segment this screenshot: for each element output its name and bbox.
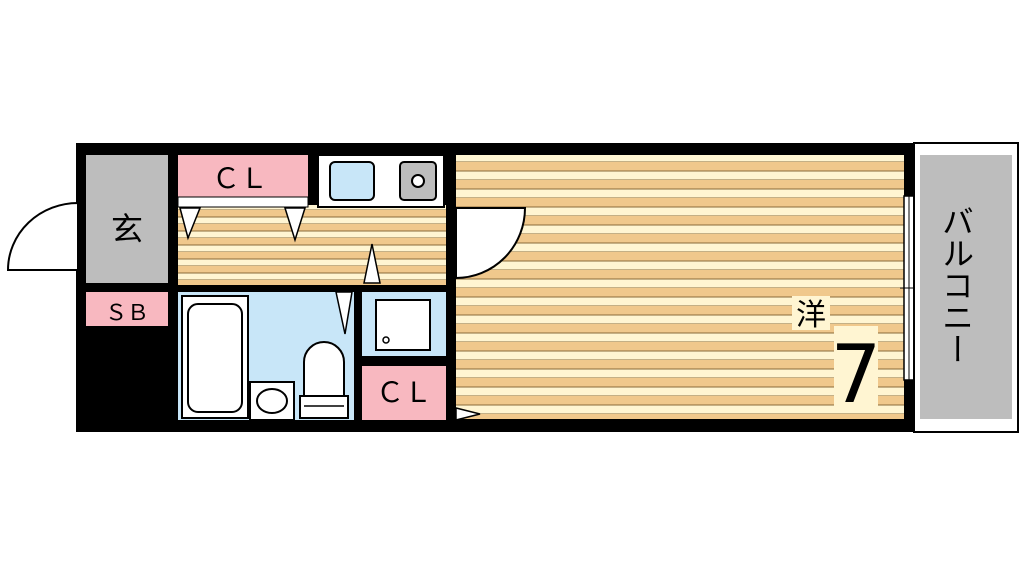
western-room-floor — [456, 155, 904, 419]
stove-burner — [411, 174, 425, 188]
balcony-label: バルコニー — [937, 205, 975, 365]
entrance-label: 玄 — [111, 210, 143, 248]
balcony-floor — [920, 155, 1012, 419]
corridor-floor — [178, 205, 446, 285]
toilet-bowl — [303, 341, 345, 397]
kitchen-sink — [329, 161, 375, 201]
western-room-label: 洋 — [796, 298, 826, 333]
room-label-bg — [792, 296, 830, 330]
washbasin-bowl — [256, 388, 288, 414]
drain-icon — [382, 336, 390, 344]
closet-bottom-label: ＣＬ — [376, 376, 432, 409]
bathroom-door-mark — [335, 291, 353, 335]
closet-top-label: ＣＬ — [212, 162, 268, 195]
toilet-tank — [299, 395, 349, 419]
western-room-size: 7 — [831, 328, 882, 421]
room-size-bg — [834, 326, 878, 408]
entrance-door-swing — [6, 201, 79, 271]
room-door-swing — [455, 207, 527, 280]
shoe-box-label: ＳＢ — [105, 301, 149, 326]
entrance-floor — [86, 155, 168, 283]
bathtub-basin — [187, 303, 243, 413]
closet-top-door-right — [283, 207, 307, 243]
closet-top — [178, 155, 308, 197]
corridor-door-mark — [363, 243, 381, 284]
closet-top-shelf — [177, 196, 309, 208]
shoe-box — [86, 292, 168, 326]
closet-bottom — [362, 366, 446, 420]
closet-top-door-left — [179, 207, 202, 241]
closet-bottom-door-mark — [455, 407, 481, 421]
